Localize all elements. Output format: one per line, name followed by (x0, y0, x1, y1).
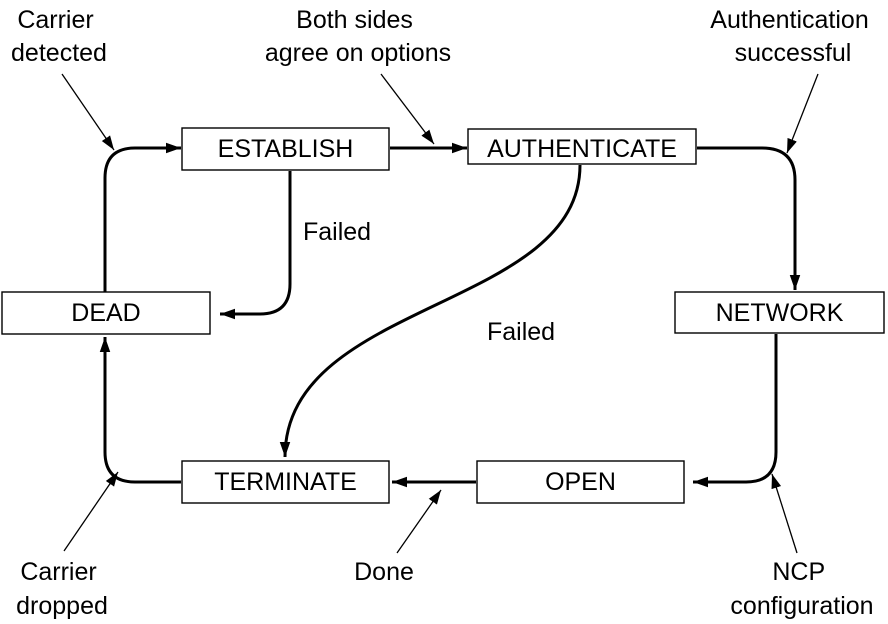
state-open: OPEN (476, 460, 685, 504)
label-carrier-detected-line2: detected (11, 39, 107, 67)
label-carrier-dropped-line2: dropped (16, 592, 108, 620)
pointer-done (396, 489, 442, 554)
label-both-sides-agree-line2: agree on options (265, 39, 451, 67)
label-failed-establish: Failed (303, 218, 371, 246)
label-auth-successful: Authentication successful (710, 6, 875, 67)
state-establish-label: ESTABLISH (218, 135, 354, 163)
label-done: Done (354, 558, 414, 586)
state-network-label: NETWORK (716, 299, 844, 327)
label-ncp-configuration: NCP configuration (730, 558, 873, 620)
label-carrier-dropped-line1: Carrier (20, 558, 96, 586)
label-auth-successful-line2: successful (735, 39, 852, 67)
label-both-sides-agree: Both sides agree on options (265, 6, 451, 67)
state-open-label: OPEN (545, 468, 616, 496)
state-authenticate: AUTHENTICATE (467, 128, 697, 165)
pointer-auth-successful (786, 73, 819, 154)
state-terminate: TERMINATE (181, 460, 390, 504)
label-carrier-detected: Carrier detected (11, 6, 107, 67)
transition-dead-to-establish (103, 142, 181, 292)
pointer-both-sides-agree (380, 73, 435, 145)
pointer-ncp-configuration (771, 473, 798, 554)
label-auth-successful-line1: Authentication (710, 6, 868, 34)
state-network: NETWORK (674, 291, 885, 334)
state-establish: ESTABLISH (181, 127, 390, 171)
label-carrier-dropped: Carrier dropped (16, 558, 108, 620)
pointer-carrier-dropped (63, 471, 119, 552)
label-ncp-configuration-line1: NCP (772, 558, 824, 586)
transition-authenticate-failed-to-terminate (279, 164, 582, 458)
label-both-sides-agree-line1: Both sides (296, 6, 413, 34)
transition-terminate-to-dead (99, 337, 181, 484)
transition-authenticate-to-network (697, 146, 801, 290)
state-dead: DEAD (1, 291, 211, 335)
state-dead-label: DEAD (71, 299, 140, 327)
transition-establish-failed-to-dead (220, 171, 292, 320)
label-failed-authenticate: Failed (487, 318, 555, 346)
transition-network-to-open (693, 334, 778, 488)
state-terminate-label: TERMINATE (214, 468, 357, 496)
label-ncp-configuration-line2: configuration (730, 592, 873, 620)
label-carrier-detected-line1: Carrier (17, 6, 93, 34)
pointer-carrier-detected (61, 73, 115, 151)
state-authenticate-label: AUTHENTICATE (487, 135, 677, 163)
